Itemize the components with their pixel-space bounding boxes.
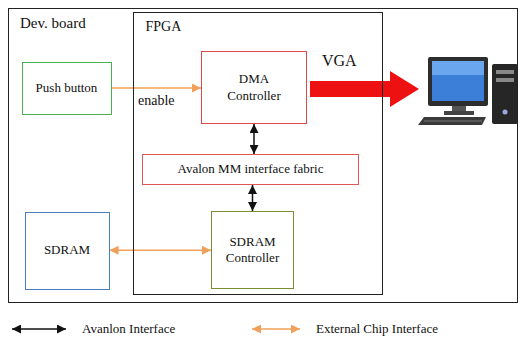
group-heading: Dev. board <box>20 14 86 33</box>
vga-arrow <box>310 71 419 107</box>
group-heading: FPGA <box>146 18 182 36</box>
controller-box: DMA Controller <box>201 51 307 124</box>
box-label: SDRAM Controller <box>218 234 288 267</box>
legend-entry: External Chip Interface <box>250 321 438 337</box>
box-label: SDRAM <box>44 242 90 258</box>
box-label: DMA Controller <box>214 71 294 104</box>
legend-sample <box>250 322 302 336</box>
button-box: Push button <box>22 62 112 115</box>
computer-icon <box>418 57 518 125</box>
fabric-box: Avalon MM interface fabric <box>142 154 359 185</box>
box-label: Push button <box>36 80 98 96</box>
board-outline: Dev. board FPGA DMA ControllerAvalon MM in… <box>8 8 518 303</box>
box-label: Avalon MM interface fabric <box>178 161 324 177</box>
legend-entry: Avanlon Interface <box>10 321 175 337</box>
memory-box: SDRAM <box>25 212 110 290</box>
legend-text: External Chip Interface <box>316 321 438 337</box>
signal-arrow <box>112 87 202 89</box>
controller-box: SDRAM Controller <box>211 211 294 289</box>
legend-sample <box>10 322 68 336</box>
bus-arrow <box>252 185 254 211</box>
legend-text: Avanlon Interface <box>82 321 175 337</box>
bus-arrow <box>253 124 255 154</box>
signal-name: VGA <box>322 52 357 70</box>
chip-interface-arrow <box>110 250 212 252</box>
signal-label: enable <box>138 93 175 109</box>
